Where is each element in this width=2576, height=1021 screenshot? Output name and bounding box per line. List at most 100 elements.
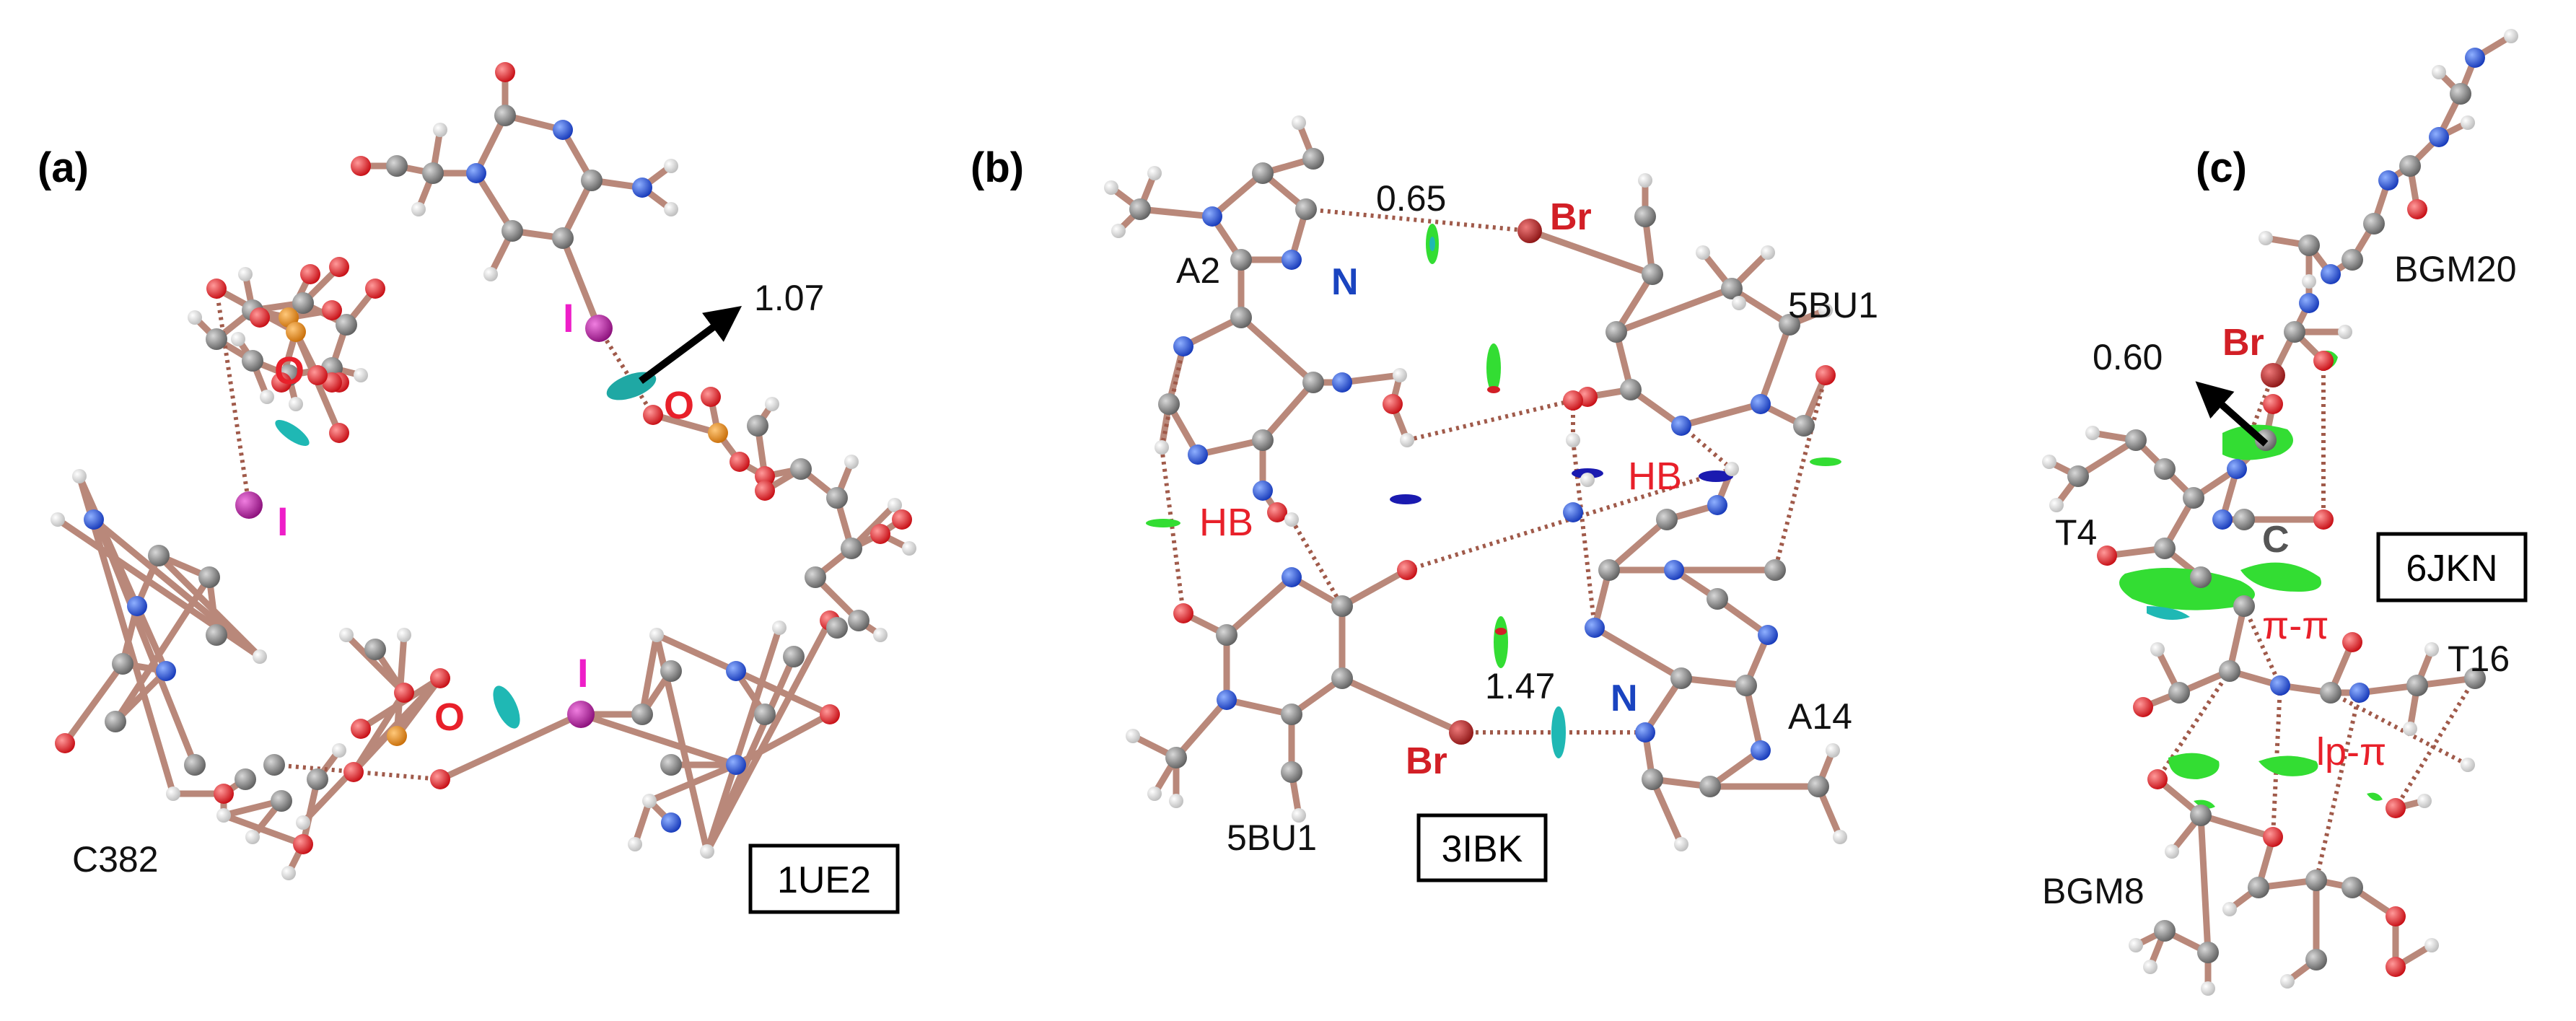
atom-label-br-top: Br [1550,196,1592,238]
isosurface-pipi-2 [2240,562,2321,592]
pdb-box-a [748,843,900,914]
nitrogen-atom [156,661,176,681]
nitrogen-atom [2349,683,2370,703]
noncovalent-contact [2235,374,2275,470]
oxygen-atom [1815,365,1836,385]
nitrogen-atom [1202,206,1222,227]
panel-a-atoms [51,62,916,880]
carbon-atom [826,617,848,639]
carbon-atom [1230,249,1252,271]
carbon-atom [2399,155,2421,177]
pdb-id-a: 1UE2 [777,859,871,901]
carbon-atom [2190,805,2212,826]
nitrogen-atom [1751,740,1771,761]
nitrogen-atom [1563,502,1583,522]
noncovalent-contact [1160,447,1186,614]
carbon-atom [660,754,682,776]
noncovalent-contact [1406,467,1732,572]
carbon-atom [1642,263,1663,285]
bond [639,631,660,718]
panel-c-contacts [2155,361,2477,881]
bond [1339,675,1465,736]
noncovalent-contact [1289,518,1344,608]
nitrogen-atom [1664,560,1684,580]
hydrogen-atom [2424,642,2439,657]
carbon-atom [271,790,292,812]
carbon-atom [1642,768,1663,790]
iodine-atom [585,315,613,342]
hydrogen-atom [253,649,267,664]
nitrogen-atom [1751,394,1771,414]
nitrogen-atom [2212,509,2233,530]
oxygen-atom [329,423,349,443]
bromine-atom [1449,720,1473,745]
carbon-atom [1620,379,1642,400]
carbon-atom [501,220,523,242]
carbon-atom [841,538,862,559]
nitrogen-atom [661,812,681,833]
noncovalent-contact [214,288,251,506]
bond [1194,437,1266,458]
atom-label-i2: I [563,295,574,341]
carbon-atom [1165,747,1187,768]
carbon-atom [848,610,869,631]
hydrogen-atom [2049,498,2064,512]
bond [2197,812,2212,956]
nitrogen-atom [127,596,147,616]
pdb-id-b: 3IBK [1442,828,1523,870]
nitrogen-atom [2378,170,2398,190]
carbon-atom [1707,588,1728,610]
atom-label-o1: O [274,349,305,393]
oxygen-atom [293,834,313,854]
oxygen-atom [2313,351,2334,371]
interaction-value-a: 1.07 [754,278,824,318]
oxygen-atom [1267,502,1287,522]
oxygen-atom [343,762,364,782]
nitrogen-atom [1217,690,1237,710]
carbon-atom [2450,83,2471,105]
nitrogen-atom [466,163,486,183]
nitrogen-atom [2270,675,2290,696]
hydrogen-atom [1818,303,1833,317]
hydrogen-atom [902,541,916,556]
carbon-atom [783,646,805,667]
hydrogen-atom [2042,455,2056,469]
hydrogen-atom [2222,902,2237,916]
carbon-atom [2067,465,2089,487]
isosurface-lppi-3 [2194,799,2215,809]
nitrogen-atom [1635,722,1655,742]
carbon-atom [2154,458,2176,480]
isosurface-hb-6 [1810,457,1841,466]
carbon-atom [364,639,386,660]
hydrogen-atom [2085,426,2100,440]
hydrogen-atom [238,267,253,281]
nitrogen-atom [1282,250,1302,270]
carbon-atom [112,653,133,675]
atom-label-br-bottom: Br [1406,740,1447,782]
carbon-atom [263,754,285,776]
hydrogen-atom [2461,758,2475,772]
hydrogen-atom [260,390,274,404]
hydrogen-atom [2129,938,2143,952]
carbon-atom [206,328,227,350]
oxygen-atom [1397,560,1417,580]
carbon-atom [2197,942,2219,963]
hydrogen-atom [2302,274,2316,289]
carbon-atom [2190,566,2212,588]
nitrogen-atom [2429,127,2449,147]
hydrogen-atom [1111,224,1126,238]
panel-c-bonds [2046,32,2515,992]
oxygen-atom [2133,697,2153,717]
carbon-atom [2248,877,2269,898]
hydrogen-atom [649,628,664,642]
noncovalent-contact [1406,398,1574,442]
bond [90,516,263,660]
hydrogen-atom [2150,642,2165,657]
bond [1209,170,1266,220]
bond [2075,437,2139,480]
hydrogen-atom [2424,938,2439,952]
panel-a-label: (a) [38,144,89,191]
residue-label-5bu1-top: 5BU1 [1788,285,1878,325]
panel-a-bonds [54,69,913,877]
value-arrow-c [2195,381,2269,447]
